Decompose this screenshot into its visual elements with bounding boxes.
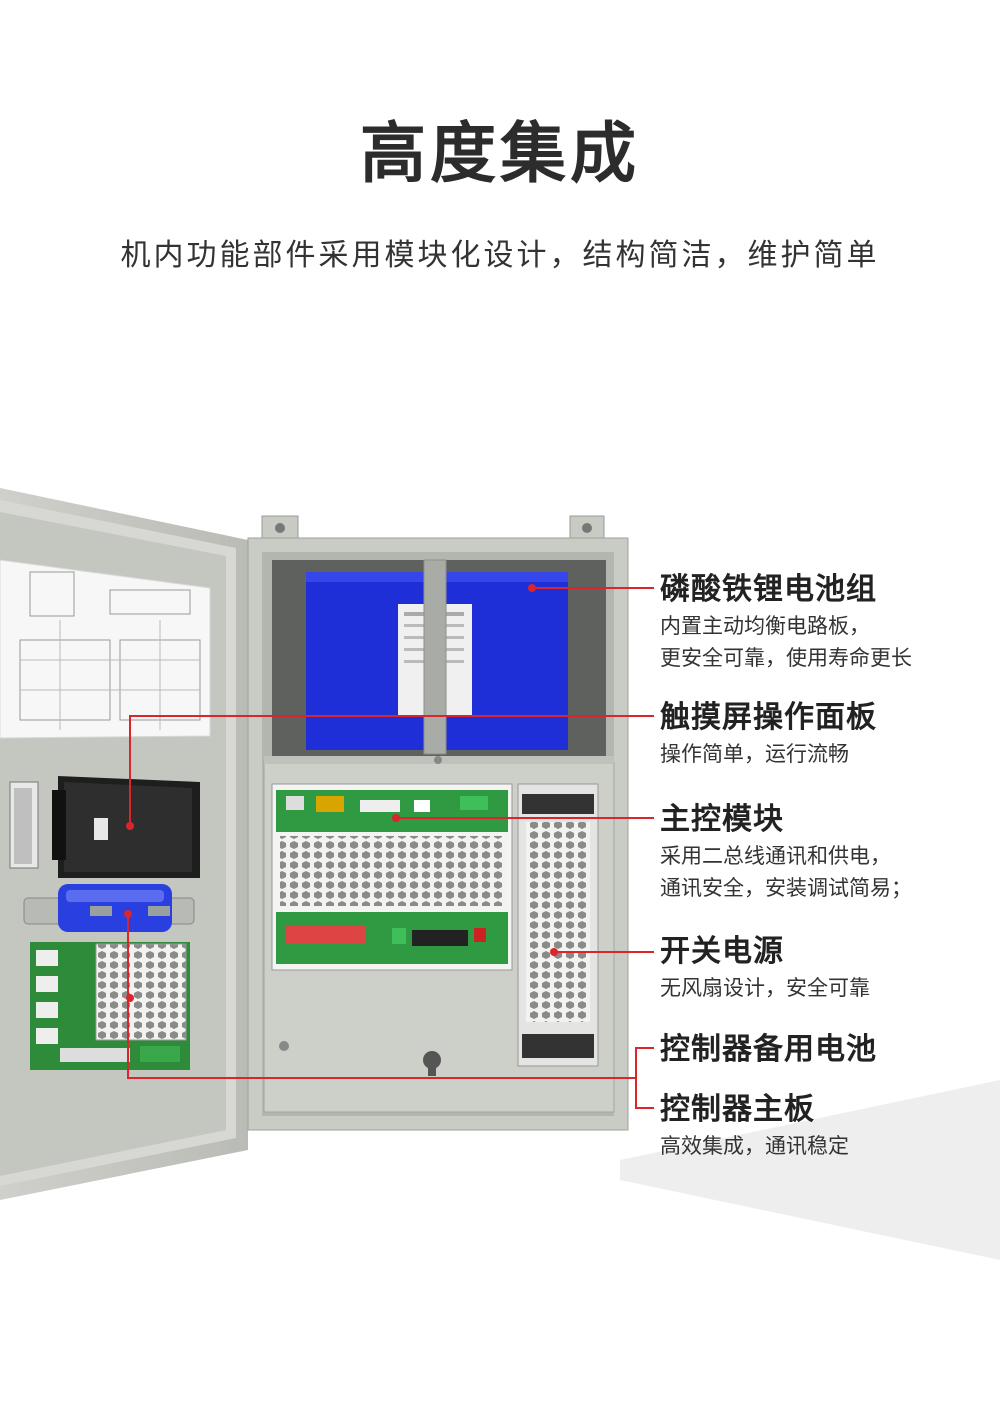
- callout-main-control: 主控模块 采用二总线通讯和供电， 通讯安全，安装调试简易；: [660, 800, 912, 904]
- callout-desc: 无风扇设计，安全可靠: [660, 976, 870, 1000]
- callout-desc: 内置主动均衡电路板，: [660, 614, 870, 638]
- door-handle: [9, 781, 39, 869]
- lifepo4-battery-pack: [306, 559, 568, 755]
- main-control-module: [271, 783, 513, 971]
- backup-battery: [23, 884, 195, 932]
- callout-title: 控制器主板: [660, 1092, 815, 1127]
- callout-backup-battery: 控制器备用电池: [660, 1030, 877, 1070]
- callout-title: 控制器备用电池: [660, 1032, 877, 1067]
- leader-lines: [127, 587, 654, 1109]
- callout-title: 主控模块: [660, 802, 784, 837]
- controller-mainboard: [30, 942, 190, 1070]
- wiring-diagram-sheet: [0, 559, 211, 739]
- callout-desc: 更安全可靠，使用寿命更长: [660, 646, 912, 670]
- callout-desc: 采用二总线通讯和供电，: [660, 844, 891, 868]
- callout-power-supply: 开关电源 无风扇设计，安全可靠: [660, 932, 870, 1004]
- callout-title: 开关电源: [660, 934, 784, 969]
- switching-power-supply: [517, 783, 599, 1067]
- page-subtitle: 机内功能部件采用模块化设计，结构简洁，维护简单: [120, 238, 880, 273]
- callout-lifepo4-battery: 磷酸铁锂电池组 内置主动均衡电路板， 更安全可靠，使用寿命更长: [660, 570, 912, 674]
- callout-desc: 高效集成，通讯稳定: [660, 1134, 849, 1158]
- callout-desc: 操作简单，运行流畅: [660, 742, 849, 766]
- cabinet-body: [247, 515, 629, 1131]
- callout-title: 磷酸铁锂电池组: [660, 572, 877, 607]
- callout-desc: 通讯安全，安装调试简易；: [660, 876, 912, 900]
- leader-dots: [124, 584, 558, 1002]
- cabinet-door: [0, 488, 248, 1200]
- page-title: 高度集成: [360, 115, 640, 192]
- callout-controller-board: 控制器主板 高效集成，通讯稳定: [660, 1090, 849, 1162]
- callout-touch-panel: 触摸屏操作面板 操作简单，运行流畅: [660, 698, 877, 770]
- touch-screen-module: [52, 776, 200, 878]
- callout-title: 触摸屏操作面板: [660, 700, 877, 735]
